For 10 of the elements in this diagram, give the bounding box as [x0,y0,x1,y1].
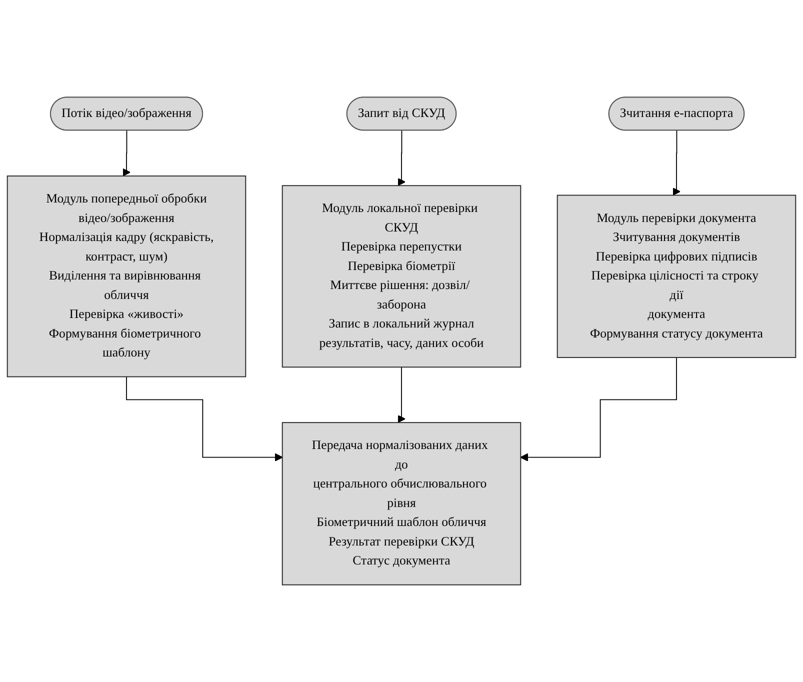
arrow [520,357,677,462]
arrow [397,366,406,423]
node-box: Модуль перевірки документа Зчитування документів Перевірка цифрових підписів Перевірка цілісності та строку дії документа Формування статусу документа [556,194,796,358]
arrow [672,130,681,196]
node-box: Передача нормалізованих даних до центрального обчислювального рівня Біометричний шаблон обличчя Результат перевірки СКУД Статус документа [282,422,522,586]
arrow [126,376,283,462]
node-box: Модуль попередньої обробки відео/зображення Нормалізація кадру (яскравість, контраст, шум) Виділення та вирівнювання обличчя Перевірка «живості» Формування біометричного шаблону [6,176,246,378]
arrow [122,130,131,176]
arrow [397,130,406,186]
node-box: Модуль локальної перевірки СКУД Перевірка перепустки Перевірка біометрії Миттєве рішення: дозвіл/ заборона Запис в локальний журнал результатів, часу, даних особи [282,185,522,368]
